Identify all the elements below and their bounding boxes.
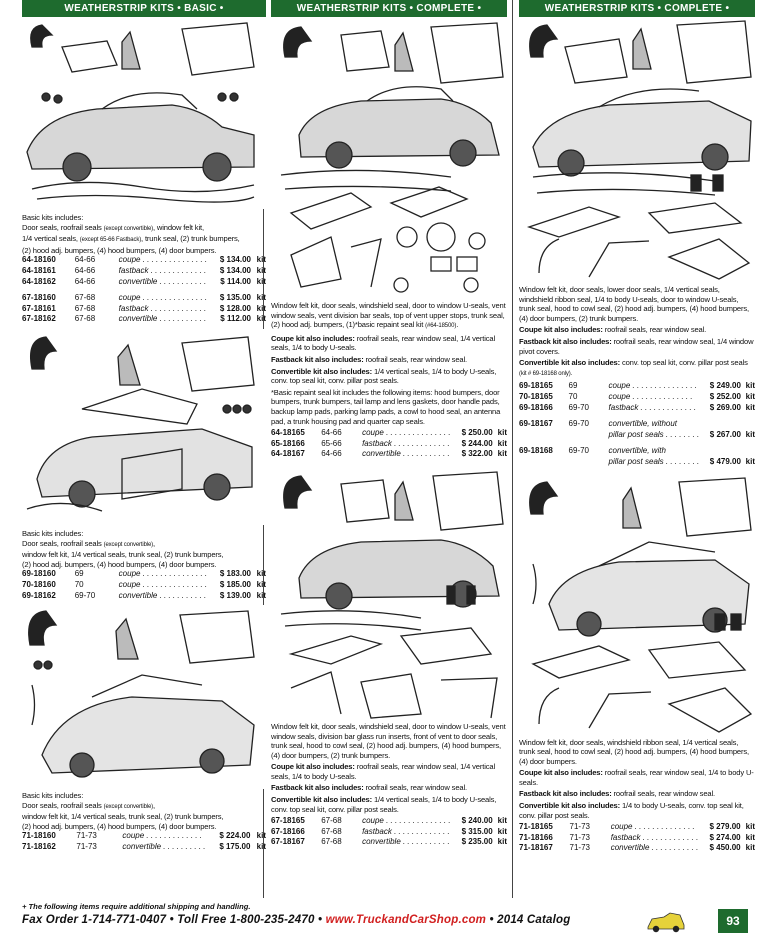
fax-number: Fax Order 1-714-771-0407	[22, 914, 167, 926]
page-number: 93	[718, 909, 748, 933]
illustration-64-66-complete-kit	[271, 17, 507, 301]
kit-description: Door seals, roofrail seals (except conve…	[22, 222, 240, 255]
illustration-64-68-basic-kit	[22, 17, 266, 209]
convertible-kit-includes: Convertible kit also includes: 1/4 to bo…	[519, 801, 744, 820]
shipping-note: + The following items require additional…	[22, 902, 251, 911]
section-header: WEATHERSTRIP KITS • BASIC •	[22, 0, 266, 17]
fastback-kit-includes: Fastback kit also includes: roofrail sea…	[519, 789, 715, 799]
column-complete-69-73: WEATHERSTRIP KITS • COMPLETE •	[519, 0, 755, 854]
illustration-67-68-complete-kit	[271, 467, 507, 722]
column-complete-64-68: WEATHERSTRIP KITS • COMPLETE •	[271, 0, 507, 848]
fastback-kit-includes: Fastback kit also includes: roofrail sea…	[271, 783, 467, 793]
coupe-kit-includes: Coupe kit also includes: roofrail seals,…	[519, 325, 707, 335]
illustration-69-70-complete-kit	[519, 17, 755, 285]
illustration-69-70-basic-kit	[22, 328, 266, 525]
fastback-kit-includes: Fastback kit also includes: roofrail sea…	[519, 336, 754, 356]
kit-description: Window felt kit, door seals, lower door …	[519, 285, 749, 323]
coupe-kit-includes: Coupe kit also includes: roofrail seals,…	[271, 762, 495, 781]
truck-logo-icon	[647, 912, 685, 933]
footer-contact-line: Fax Order 1-714-771-0407 • Toll Free 1-8…	[22, 914, 571, 926]
section-header: WEATHERSTRIP KITS • COMPLETE •	[519, 0, 755, 17]
toll-free-number: Toll Free 1-800-235-2470	[177, 914, 315, 926]
kit-title: Basic kits includes:	[22, 528, 84, 538]
kit-description: Door seals, roofrail seals (except conve…	[22, 538, 224, 569]
kit-description: Window felt kit, door seals, windshield …	[271, 301, 506, 330]
illustration-71-73-basic-kit	[22, 605, 266, 790]
fastback-kit-includes: Fastback kit also includes: roofrail sea…	[271, 354, 467, 364]
column-basic: WEATHERSTRIP KITS • BASIC • Basic kits i…	[22, 0, 266, 853]
column-divider	[512, 0, 513, 898]
catalog-year: 2014 Catalog	[497, 914, 571, 926]
table-row: pillar post seals . . . . . . . .$ 479.0…	[608, 456, 755, 466]
coupe-kit-includes: Coupe kit also includes: roofrail seals,…	[519, 768, 754, 787]
website-link[interactable]: www.TruckandCarShop.com	[325, 914, 487, 926]
kit-title: Basic kits includes:	[22, 213, 84, 222]
kit-description: Door seals, roofrail seals (except conve…	[22, 800, 224, 831]
kit-description: Window felt kit, door seals, windshield …	[271, 721, 506, 760]
convertible-kit-includes: Convertible kit also includes: conv. top…	[519, 358, 748, 377]
kit-title: Basic kits includes:	[22, 791, 84, 801]
repaint-kit-note: *Basic repaint seal kit includes the fol…	[271, 387, 501, 426]
table-row: pillar post seals . . . . . . . .$ 267.0…	[608, 429, 755, 439]
kit-description: Window felt kit, door seals, windshield …	[519, 737, 749, 766]
illustration-71-73-complete-kit	[519, 473, 755, 738]
coupe-kit-includes: Coupe kit also includes: roofrail seals,…	[271, 333, 495, 353]
convertible-kit-includes: Convertible kit also includes: 1/4 verti…	[271, 795, 497, 814]
section-header: WEATHERSTRIP KITS • COMPLETE •	[271, 0, 507, 17]
convertible-kit-includes: Convertible kit also includes: 1/4 verti…	[271, 366, 497, 386]
